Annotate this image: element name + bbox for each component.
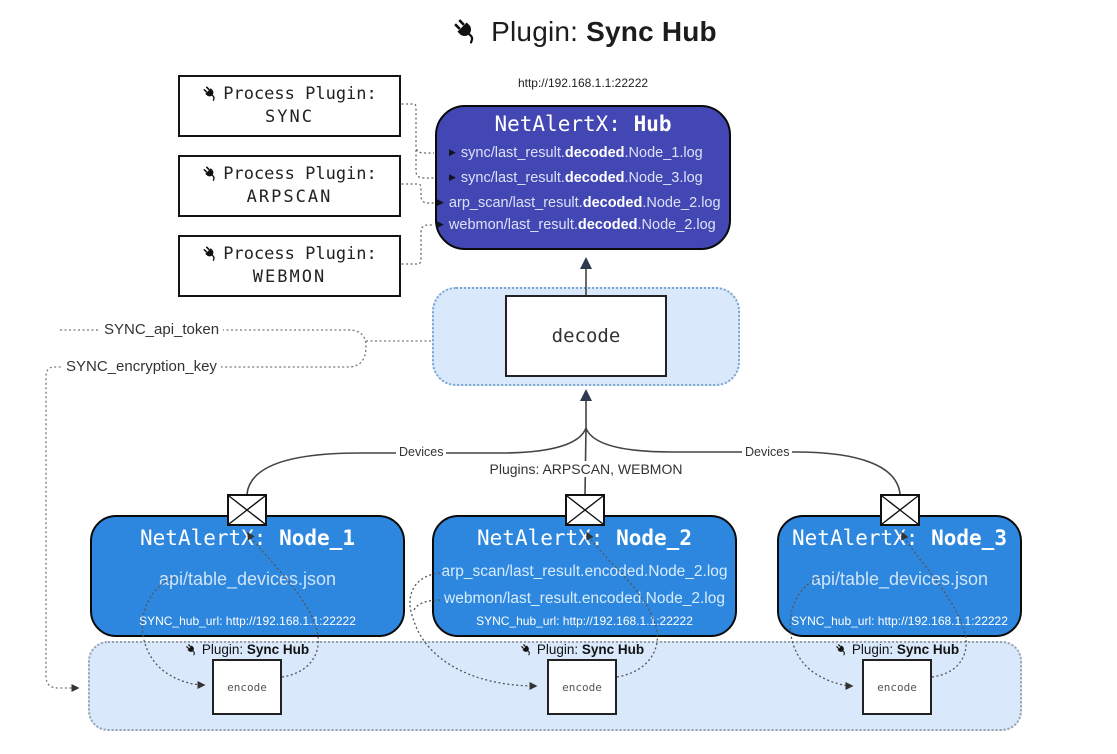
encode-group-1: Plugin: Sync Hub encode [142, 642, 352, 715]
node-hub-url: SYNC_hub_url: http://192.168.1.1:22222 [791, 614, 1008, 628]
node-file: arp_scan/last_result.encoded.Node_2.log [441, 563, 728, 580]
encode-group-2: Plugin: Sync Hub encode [477, 642, 687, 715]
plug-icon [202, 245, 220, 263]
hub-title-name: Hub [633, 112, 672, 136]
encode-plugin-label: Plugin: Sync Hub [835, 642, 959, 657]
encode-box: encode [547, 659, 617, 715]
envelope-icon [227, 494, 267, 526]
hub-box [435, 105, 731, 250]
process-plugin-box-webmon: Process Plugin: WEBMON [178, 235, 401, 297]
plug-icon [835, 643, 849, 657]
page-title: Plugin: Sync Hub [26, 16, 1117, 48]
node-file: api/table_devices.json [810, 569, 989, 589]
envelope-icon [565, 494, 605, 526]
node-box-3: NetAlertX: Node_3 api/table_devices.json… [777, 515, 1022, 637]
node-file: api/table_devices.json [158, 569, 337, 589]
page-title-prefix: Plugin: [491, 16, 579, 47]
node-hub-url: SYNC_hub_url: http://192.168.1.1:22222 [139, 614, 356, 628]
plugins-edge-label: Plugins: ARPSCAN, WEBMON [486, 461, 686, 477]
devices-label-left: Devices [396, 445, 447, 459]
hub-log-row: ▶sync/last_result.decoded.Node_3.log [449, 169, 703, 186]
hub-title: NetAlertX: Hub [435, 112, 731, 136]
hub-title-prefix: NetAlertX: [494, 112, 621, 136]
node-title: NetAlertX: Node_1 [140, 526, 355, 550]
encode-box: encode [212, 659, 282, 715]
page-title-name: Sync Hub [586, 16, 717, 47]
hub-log-row: ▶sync/last_result.decoded.Node_1.log [449, 144, 703, 161]
plug-icon [185, 643, 199, 657]
sync-encryption-key-label: SYNC_encryption_key [62, 358, 221, 375]
process-plugin-label: Process Plugin: [223, 84, 377, 104]
process-plugin-label: Process Plugin: [223, 244, 377, 264]
plug-icon [520, 643, 534, 657]
process-plugin-name: WEBMON [252, 267, 327, 287]
sync-api-token-label: SYNC_api_token [100, 321, 224, 338]
encode-group-3: Plugin: Sync Hub encode [792, 642, 1002, 715]
envelope-icon [880, 494, 920, 526]
process-plugin-name: SYNC [265, 107, 314, 127]
plug-icon [452, 17, 482, 47]
node-hub-url: SYNC_hub_url: http://192.168.1.1:22222 [476, 614, 693, 628]
hub-log-row: ▶arp_scan/last_result.decoded.Node_2.log [437, 194, 721, 211]
hub-log-row: ▶webmon/last_result.decoded.Node_2.log [437, 216, 716, 233]
plug-icon [202, 165, 220, 183]
process-plugin-box-arpscan: Process Plugin: ARPSCAN [178, 155, 401, 217]
hub-url: http://192.168.1.1:22222 [517, 76, 649, 90]
process-plugin-name: ARPSCAN [246, 187, 333, 207]
plug-icon [202, 85, 220, 103]
node-file: webmon/last_result.encoded.Node_2.log [444, 590, 725, 607]
arrowhead-icon: ▶ [449, 172, 456, 182]
encode-plugin-label: Plugin: Sync Hub [185, 642, 309, 657]
process-plugin-box-sync: Process Plugin: SYNC [178, 75, 401, 137]
encode-plugin-label: Plugin: Sync Hub [520, 642, 644, 657]
encode-box: encode [862, 659, 932, 715]
devices-label-right: Devices [742, 445, 793, 459]
page-title-text: Plugin: Sync Hub [491, 16, 717, 48]
process-plugin-label: Process Plugin: [223, 164, 377, 184]
node-box-1: NetAlertX: Node_1 api/table_devices.json… [90, 515, 405, 637]
decode-box: decode [505, 295, 667, 377]
arrowhead-icon: ▶ [437, 197, 444, 207]
arrowhead-icon: ▶ [449, 147, 456, 157]
arrowhead-icon: ▶ [437, 219, 444, 229]
plugin-to-hub-connectors [397, 103, 434, 265]
node-title: NetAlertX: Node_3 [792, 526, 1007, 550]
node-title: NetAlertX: Node_2 [477, 526, 692, 550]
node-box-2: NetAlertX: Node_2 arp_scan/last_result.e… [432, 515, 737, 637]
